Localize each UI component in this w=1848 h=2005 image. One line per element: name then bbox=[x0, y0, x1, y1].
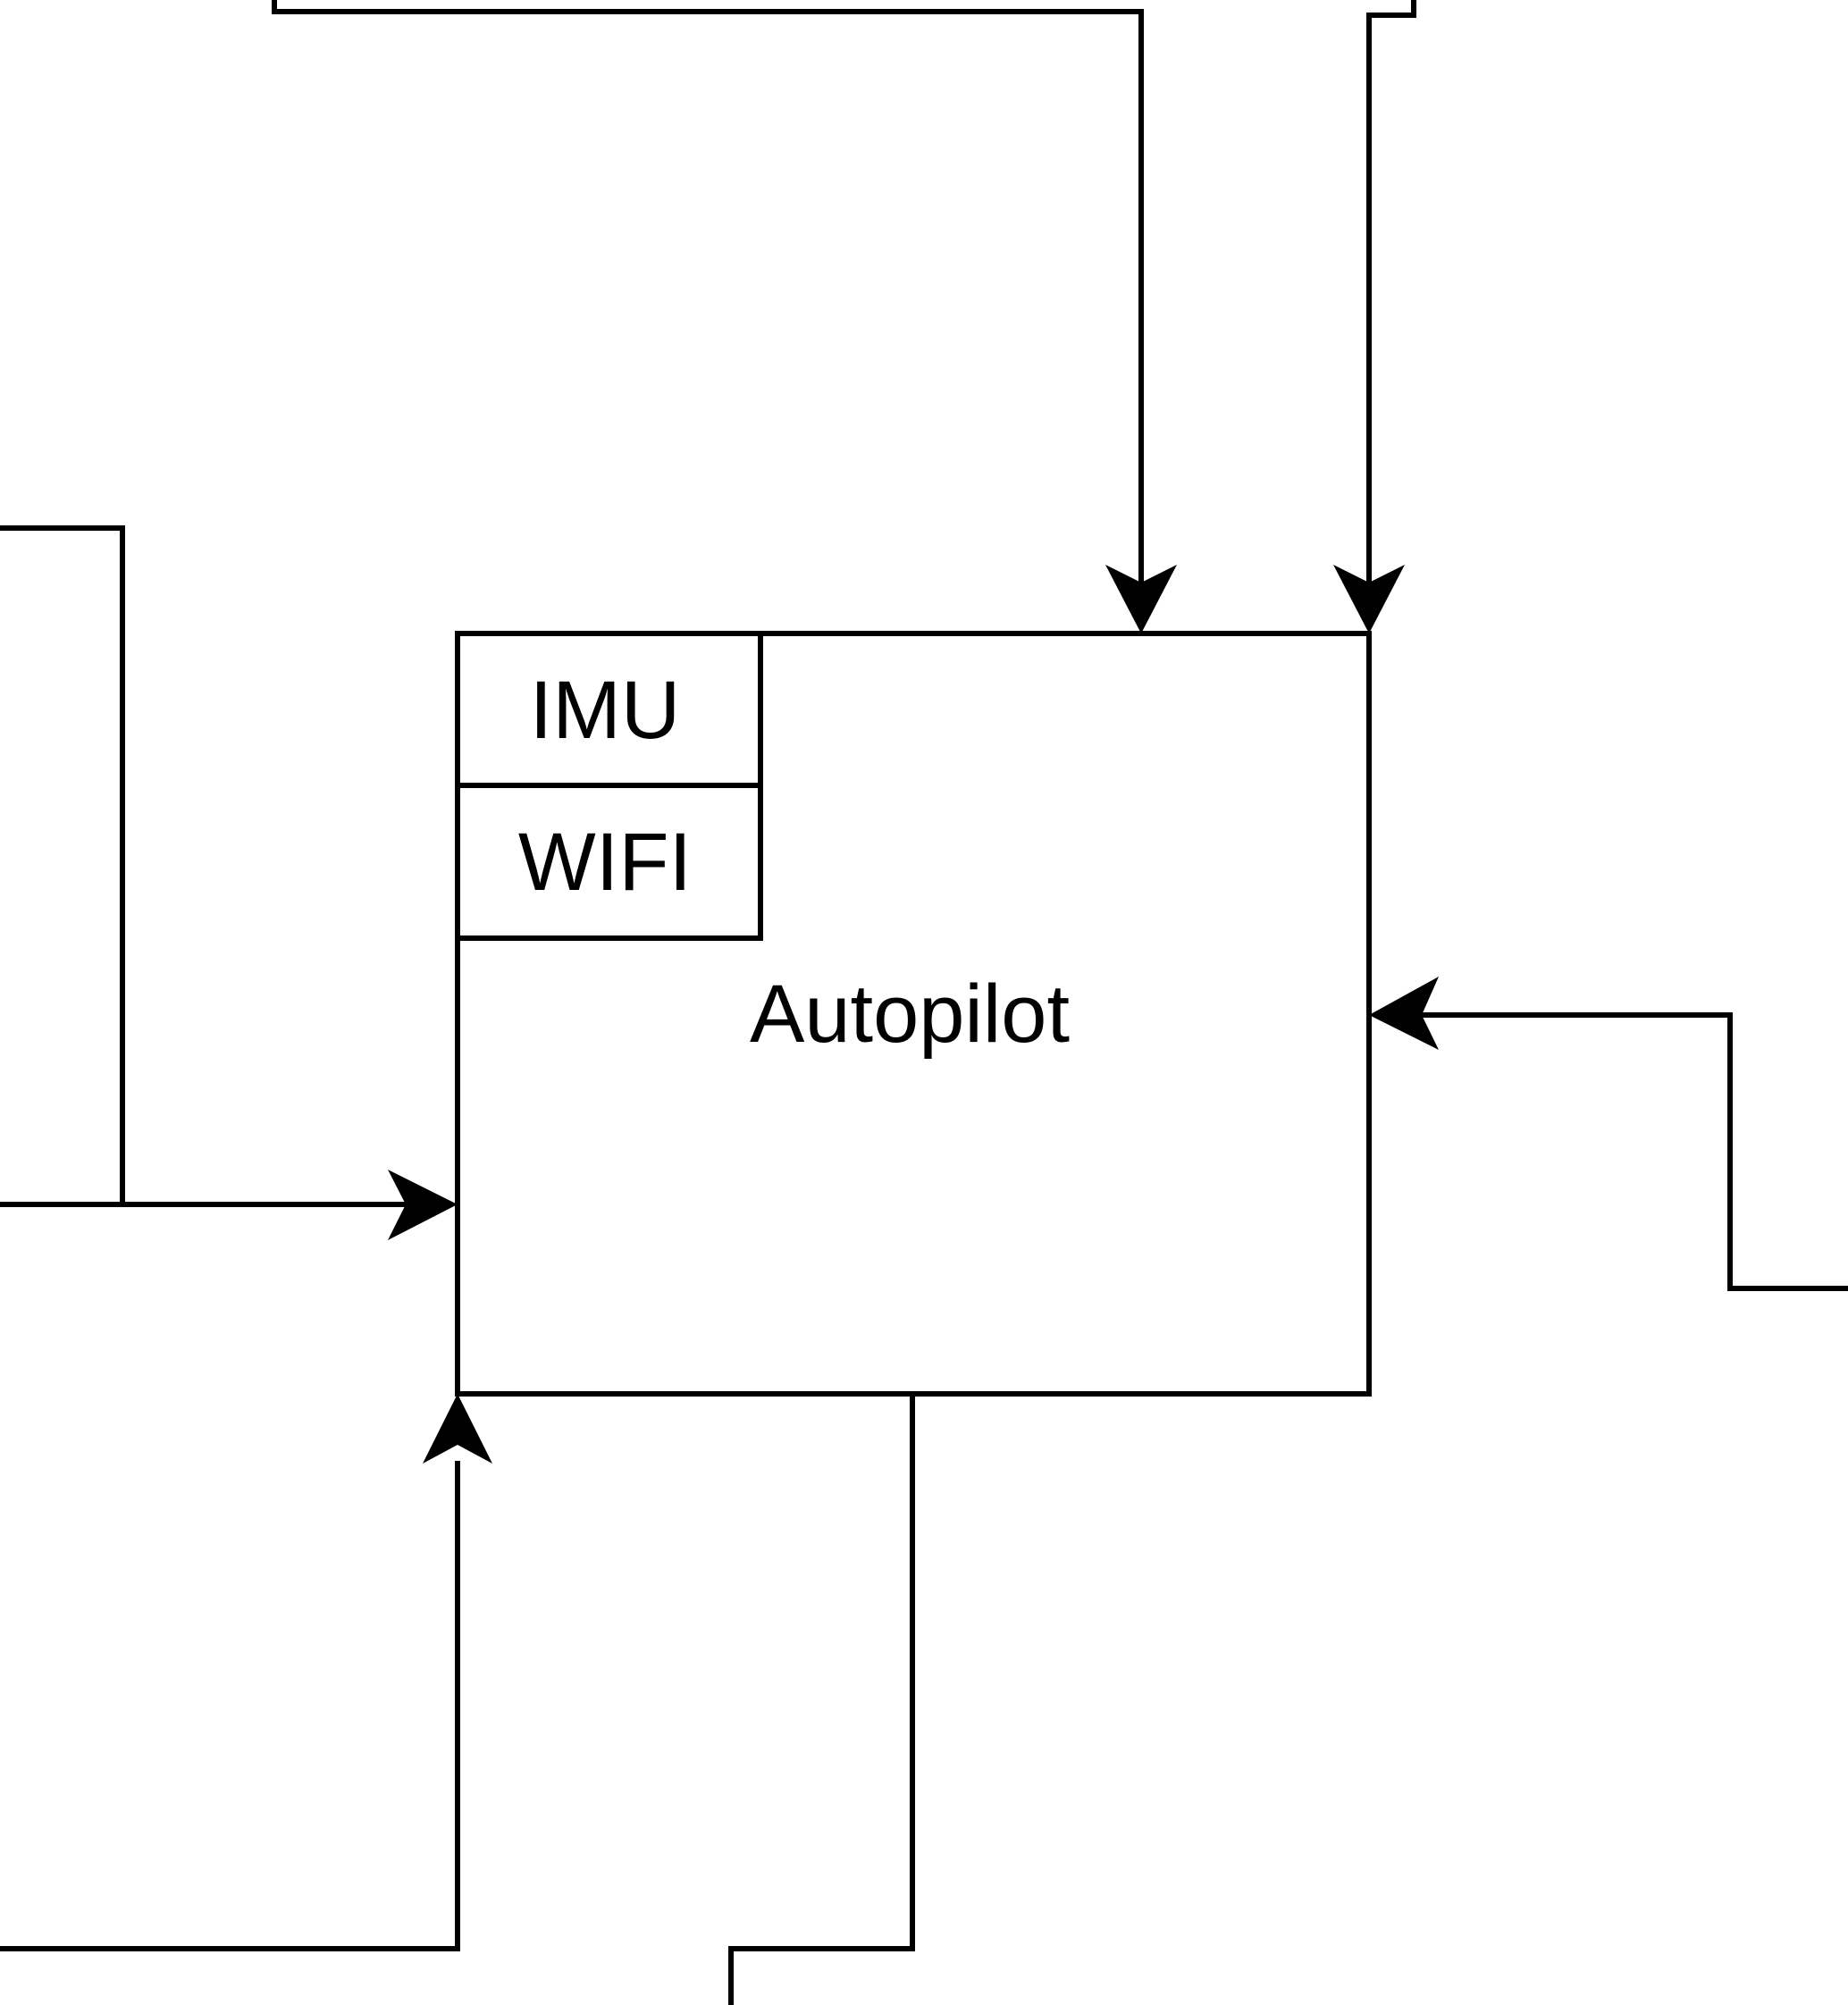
wifi-block[interactable] bbox=[455, 783, 763, 941]
autopilot-label: Autopilot bbox=[750, 969, 1070, 1060]
connector-bottom-output bbox=[728, 1394, 915, 2005]
arrowhead-right-icon bbox=[388, 1170, 458, 1240]
connector-top-left-input bbox=[272, 0, 1144, 590]
arrowhead-left-icon bbox=[1369, 977, 1439, 1050]
imu-label: IMU bbox=[530, 665, 681, 756]
wifi-label: WIFI bbox=[518, 817, 692, 908]
connector-right-input bbox=[1416, 1012, 1848, 1291]
arrowhead-down-icon bbox=[1333, 565, 1405, 633]
arrowhead-up-icon bbox=[423, 1394, 492, 1464]
connector-left-branch bbox=[0, 525, 125, 1204]
connector-bottom-left-input bbox=[0, 1461, 460, 1951]
arrowhead-down-icon bbox=[1105, 565, 1177, 633]
connector-top-right-input bbox=[1366, 0, 1416, 590]
